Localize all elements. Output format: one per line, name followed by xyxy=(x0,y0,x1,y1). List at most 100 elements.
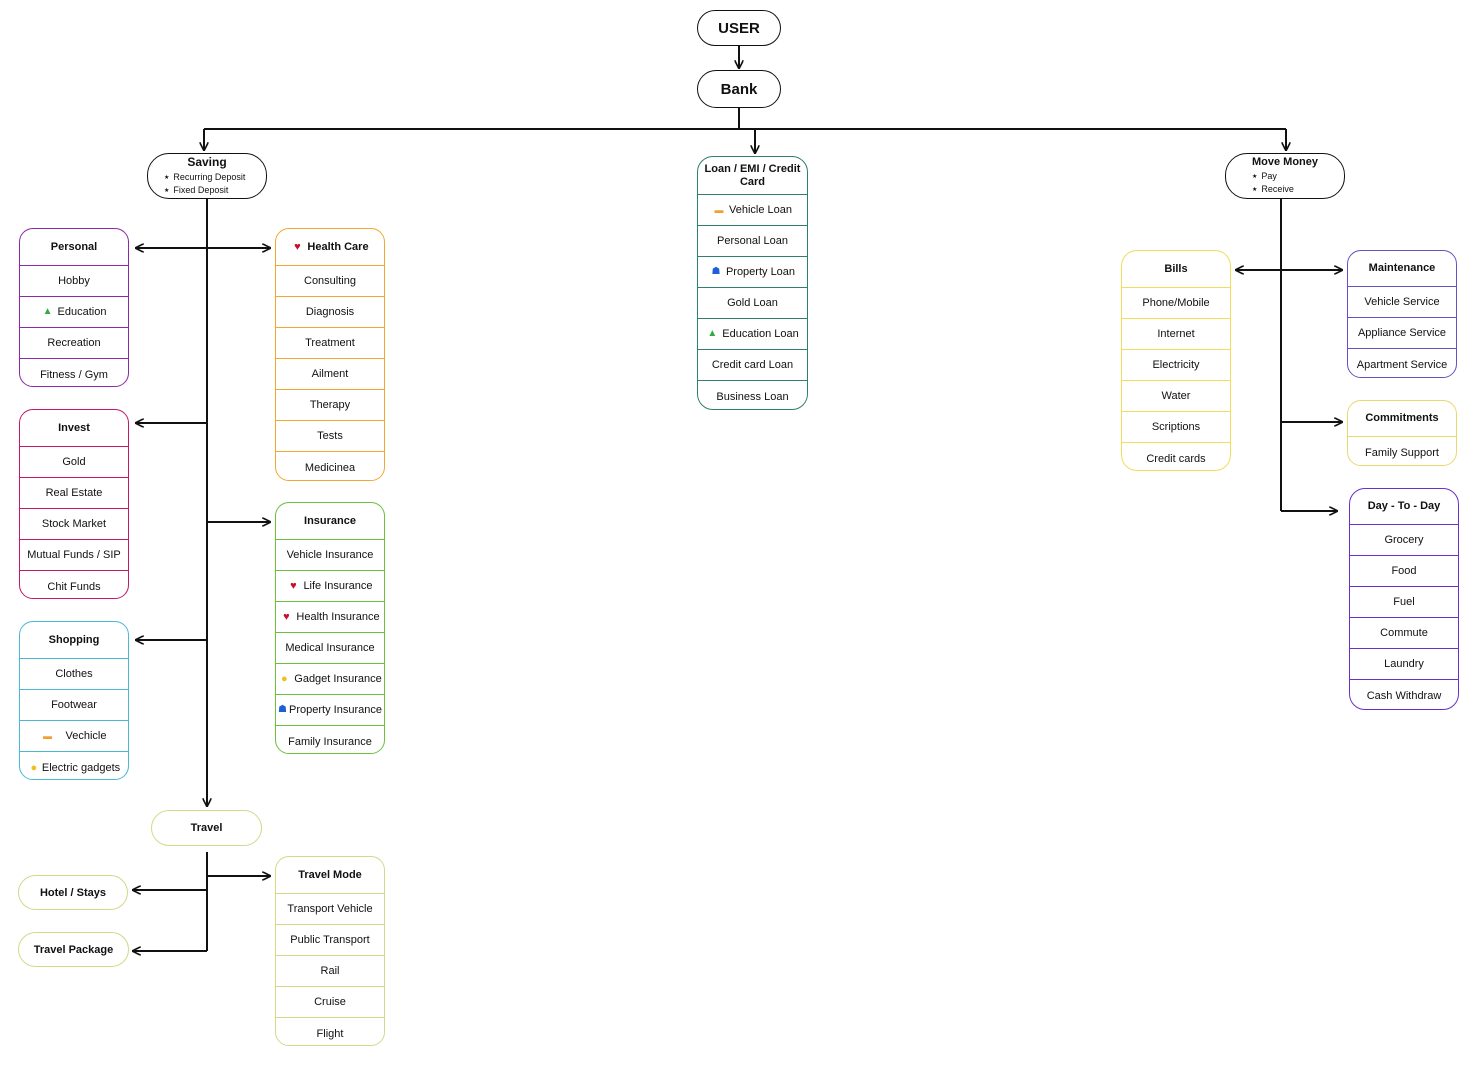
loan-item-label: Vehicle Loan xyxy=(729,204,792,216)
health-care-item-label: Treatment xyxy=(305,337,355,349)
travel-mode-item-label: Cruise xyxy=(314,996,346,1008)
invest-title: Invest xyxy=(20,410,128,447)
user-label: USER xyxy=(718,19,760,37)
user-node: USER xyxy=(697,10,781,46)
shopping-item-label: Clothes xyxy=(55,668,93,680)
invest-item: Mutual Funds / SIP xyxy=(20,540,128,571)
maintenance-item-label: Appliance Service xyxy=(1357,327,1447,339)
day-to-day-item-label: Laundry xyxy=(1384,658,1424,670)
car-icon: ▬ xyxy=(714,205,724,215)
shopping-item: Clothes xyxy=(20,659,128,690)
invest-item-label: Chit Funds xyxy=(47,580,101,593)
health-care-item-label: Therapy xyxy=(309,399,351,411)
move-money-item: Receive xyxy=(1252,183,1294,196)
bills-item-label: Scriptions xyxy=(1151,421,1201,433)
commitments-item-label: Family Support xyxy=(1365,446,1439,459)
travel-label: Travel xyxy=(190,822,223,834)
loan-card: Loan / EMI / Credit Card ▬Vehicle Loan P… xyxy=(697,156,808,410)
move-money-list: Pay Receive xyxy=(1252,170,1294,196)
health-care-item: Diagnosis xyxy=(276,297,384,328)
day-to-day-item-label: Fuel xyxy=(1393,596,1415,608)
health-care-item-label: Diagnosis xyxy=(305,306,355,318)
insurance-item: ☗Property Insurance xyxy=(276,695,384,726)
invest-card: Invest Gold Real Estate Stock Market Mut… xyxy=(19,409,129,599)
shopping-item: ●Electric gadgets xyxy=(20,752,128,779)
shopping-item: Footwear xyxy=(20,690,128,721)
loan-item: Business Loan xyxy=(698,381,807,409)
shield-heart-icon: ♥ xyxy=(294,241,301,253)
invest-item: Stock Market xyxy=(20,509,128,540)
travel-mode-item-label: Flight xyxy=(316,1027,344,1040)
travel-mode-item-label: Transport Vehicle xyxy=(287,903,373,915)
maintenance-item: Vehicle Service xyxy=(1348,287,1456,318)
bills-item-label: Credit cards xyxy=(1146,452,1206,465)
maintenance-title: Maintenance xyxy=(1348,251,1456,287)
insurance-item-label: Vehicle Insurance xyxy=(286,549,374,561)
invest-item-label: Gold xyxy=(62,456,86,468)
house-icon: ☗ xyxy=(278,704,288,715)
travel-package-node: Travel Package xyxy=(18,932,129,967)
loan-item: Gold Loan xyxy=(698,288,807,319)
maintenance-item: Apartment Service xyxy=(1348,349,1456,377)
day-to-day-item-label: Food xyxy=(1391,565,1417,577)
bills-card: Bills Phone/Mobile Internet Electricity … xyxy=(1121,250,1231,471)
insurance-item-label: Medical Insurance xyxy=(285,642,375,654)
saving-list: Recurring Deposit Fixed Deposit xyxy=(164,171,245,197)
travel-mode-item-label: Rail xyxy=(320,965,340,977)
loan-item-label: Credit card Loan xyxy=(711,359,794,371)
insurance-item: Family Insurance xyxy=(276,726,384,753)
loan-item-label: Property Loan xyxy=(725,266,796,278)
invest-item: Gold xyxy=(20,447,128,478)
shopping-item-label: Electric gadgets xyxy=(41,761,121,774)
day-to-day-item: Laundry xyxy=(1350,649,1458,680)
insurance-item-label: Gadget Insurance xyxy=(294,673,382,685)
shopping-title: Shopping xyxy=(20,622,128,659)
saving-title: Saving xyxy=(187,155,227,169)
loan-item: Personal Loan xyxy=(698,226,807,257)
insurance-item-label: Family Insurance xyxy=(288,735,372,748)
personal-item: Recreation xyxy=(20,328,128,359)
shopping-card: Shopping Clothes Footwear ▬ Vechicle ●Ele… xyxy=(19,621,129,780)
insurance-item-label: Life Insurance xyxy=(303,580,373,592)
day-to-day-title: Day - To - Day xyxy=(1350,489,1458,525)
personal-item: ▲Education xyxy=(20,297,128,328)
bills-item: Electricity xyxy=(1122,350,1230,381)
insurance-item: Vehicle Insurance xyxy=(276,540,384,571)
maintenance-item-label: Vehicle Service xyxy=(1364,296,1440,308)
travel-mode-item: Flight xyxy=(276,1018,384,1045)
health-care-item: Tests xyxy=(276,421,384,452)
health-care-item: Therapy xyxy=(276,390,384,421)
bills-item-label: Water xyxy=(1161,390,1191,402)
bank-node: Bank xyxy=(697,70,781,108)
saving-item: Fixed Deposit xyxy=(164,184,245,197)
bills-item: Scriptions xyxy=(1122,412,1230,443)
car-icon: ▬ xyxy=(43,731,52,741)
bills-item: Credit cards xyxy=(1122,443,1230,470)
day-to-day-item: Cash Withdraw xyxy=(1350,680,1458,709)
day-to-day-item: Commute xyxy=(1350,618,1458,649)
insurance-item: ♥Health Insurance xyxy=(276,602,384,633)
invest-item-label: Stock Market xyxy=(41,518,107,530)
house-icon: ☗ xyxy=(711,266,721,277)
personal-item: Fitness / Gym xyxy=(20,359,128,386)
shield-heart-icon: ♥ xyxy=(283,611,290,623)
insurance-item: ●Gadget Insurance xyxy=(276,664,384,695)
health-care-item: Treatment xyxy=(276,328,384,359)
move-money-node: Move Money Pay Receive xyxy=(1225,153,1345,199)
travel-mode-item: Cruise xyxy=(276,987,384,1018)
commitments-title: Commitments xyxy=(1348,401,1456,437)
health-care-item-label: Medicinea xyxy=(304,461,356,474)
shopping-item-label: Vechicle xyxy=(65,730,107,742)
loan-item-label: Education Loan xyxy=(722,328,799,340)
hotel-stays-node: Hotel / Stays xyxy=(18,875,128,910)
day-to-day-item: Food xyxy=(1350,556,1458,587)
health-care-item: Ailment xyxy=(276,359,384,390)
health-care-item: Medicinea xyxy=(276,452,384,480)
bills-item: Water xyxy=(1122,381,1230,412)
travel-mode-item: Transport Vehicle xyxy=(276,894,384,925)
insurance-item: ♥Life Insurance xyxy=(276,571,384,602)
graduation-cap-icon: ▲ xyxy=(42,306,53,317)
health-care-item-label: Consulting xyxy=(304,275,356,287)
move-money-item: Pay xyxy=(1252,170,1294,183)
travel-mode-item: Public Transport xyxy=(276,925,384,956)
